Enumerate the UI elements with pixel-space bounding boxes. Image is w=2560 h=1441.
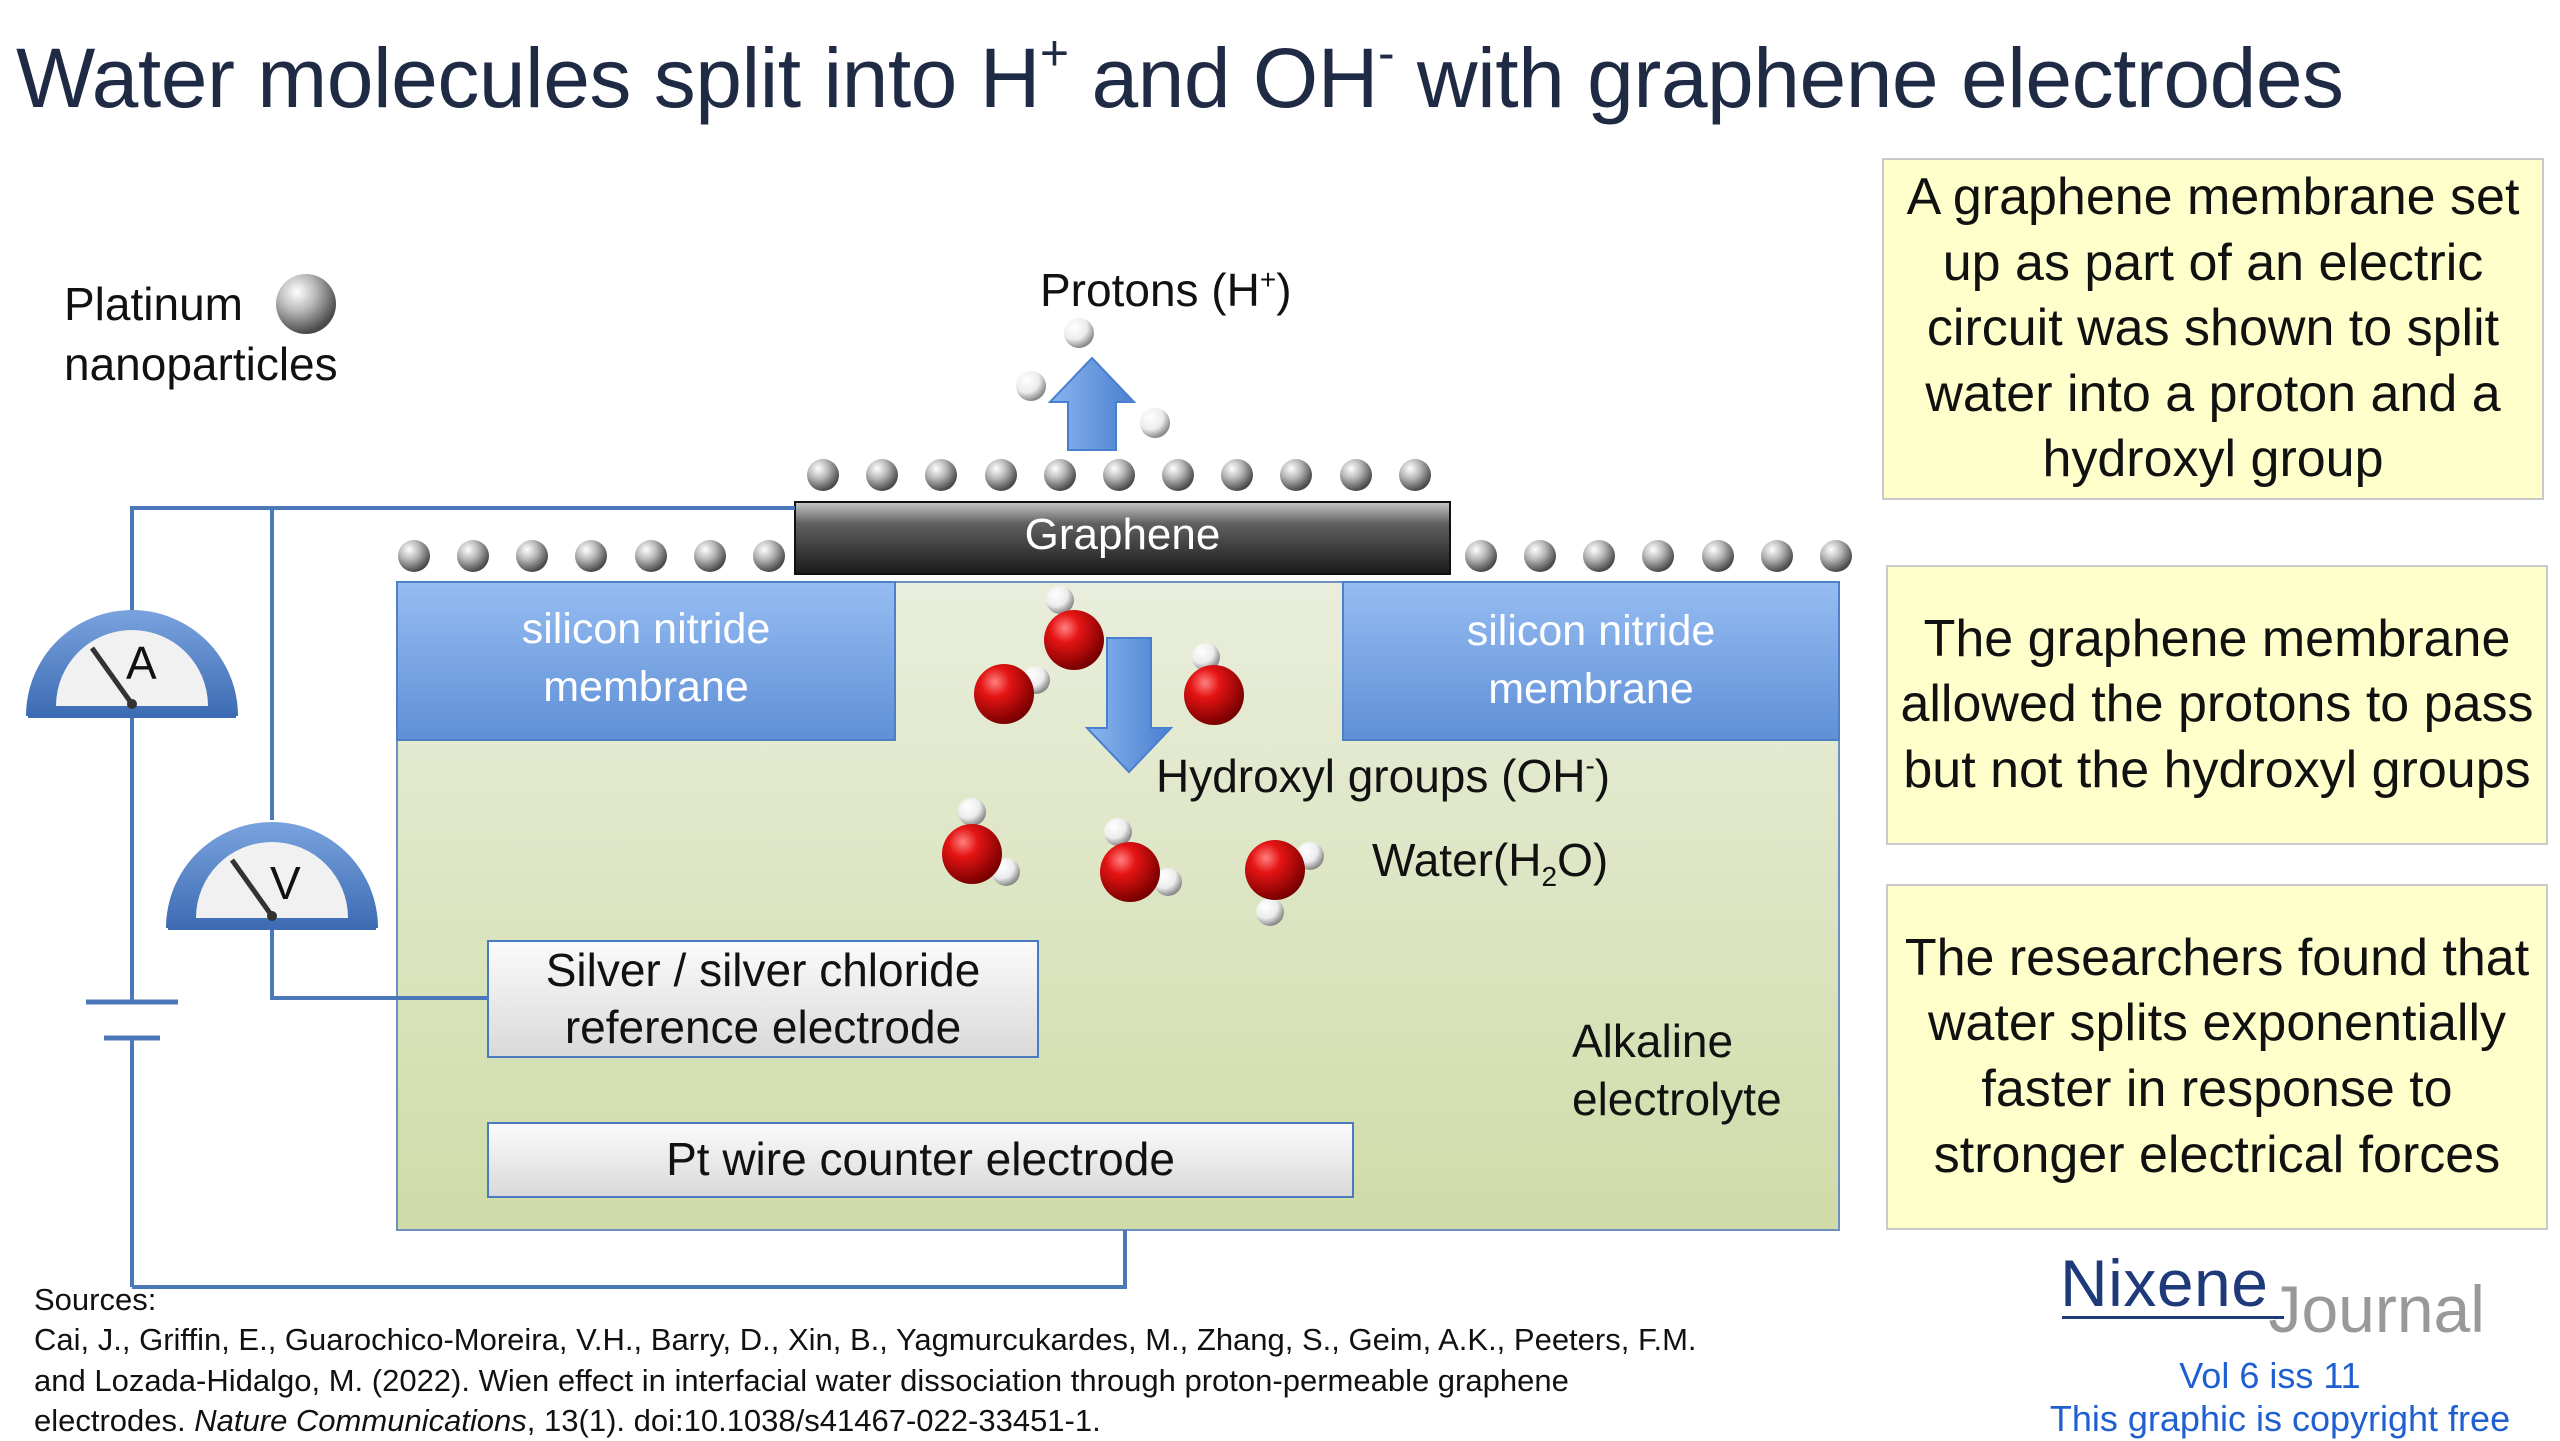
silicon-nitride-right-label: silicon nitride membrane bbox=[1466, 607, 1716, 714]
arrow-up-icon bbox=[1047, 356, 1137, 451]
page-title: Water molecules split into H+ and OH- wi… bbox=[16, 25, 2344, 125]
brand-underline bbox=[2062, 1316, 2284, 1319]
sources-line-2: and Lozada-Hidalgo, M. (2022). Wien effe… bbox=[34, 1362, 1569, 1398]
white-sphere-icon bbox=[1064, 318, 1094, 348]
reference-electrode-label: Silver / silver chloride reference elect… bbox=[545, 943, 981, 1054]
counter-electrode-label: Pt wire counter electrode bbox=[666, 1133, 1175, 1186]
counter-electrode: Pt wire counter electrode bbox=[487, 1122, 1354, 1198]
water-molecule-icon bbox=[1245, 840, 1324, 926]
reference-electrode: Silver / silver chloride reference elect… bbox=[487, 940, 1039, 1058]
sources-block: Sources: Cai, J., Griffin, E., Guarochic… bbox=[34, 1280, 1834, 1441]
copyright-label: This graphic is copyright free bbox=[2049, 1398, 2511, 1439]
note-text-1: A graphene membrane set up as part of an… bbox=[1906, 168, 2520, 489]
nanoparticles-on-right-membrane bbox=[1465, 540, 1852, 572]
water-molecule-icon bbox=[1100, 818, 1182, 902]
sources-line-3: electrodes. Nature Communications, 13(1)… bbox=[34, 1402, 1101, 1438]
silicon-nitride-membrane-left bbox=[396, 581, 896, 741]
sources-line-1: Cai, J., Griffin, E., Guarochico-Moreira… bbox=[34, 1322, 1697, 1358]
graphene-label: Graphene bbox=[1024, 510, 1221, 559]
note-text-3: The researchers found that water splits … bbox=[1904, 928, 2530, 1184]
note-text-2: The graphene membrane allowed the proton… bbox=[1900, 609, 2534, 799]
brand-name-secondary: Journal bbox=[2268, 1272, 2485, 1346]
white-sphere-icon bbox=[1016, 371, 1046, 401]
note-box-2: The graphene membrane allowed the proton… bbox=[1886, 565, 2548, 845]
ammeter-gauge-icon bbox=[26, 610, 238, 718]
battery-icon bbox=[86, 999, 178, 1041]
note-box-3: The researchers found that water splits … bbox=[1886, 884, 2548, 1230]
hydroxyl-groups-label: Hydroxyl groups (OH-) bbox=[1156, 750, 1611, 802]
white-sphere-icon bbox=[1140, 408, 1170, 438]
water-label: Water(H2O) bbox=[1372, 834, 1609, 892]
circuit-wires bbox=[130, 506, 1127, 1289]
journal-name: Nature Communications bbox=[194, 1402, 527, 1438]
hydroxyl-molecule-icon bbox=[974, 664, 1050, 724]
nanoparticles-on-left-membrane bbox=[398, 540, 785, 572]
brand-name-primary: Nixene bbox=[2060, 1246, 2269, 1320]
proton-particles bbox=[1016, 318, 1170, 438]
nanoparticles-on-graphene bbox=[807, 459, 1431, 491]
water-molecule-icon bbox=[942, 798, 1020, 886]
ammeter-label: A bbox=[126, 637, 157, 689]
alkaline-electrolyte-label: Alkaline electrolyte bbox=[1572, 1015, 1782, 1125]
voltmeter-gauge-icon bbox=[166, 822, 378, 930]
brand-logo: NixeneJournal bbox=[2060, 1245, 2485, 1346]
protons-label: Protons (H+) bbox=[1040, 264, 1292, 316]
silicon-nitride-left-label: silicon nitride membrane bbox=[521, 605, 771, 712]
sources-heading: Sources: bbox=[34, 1282, 157, 1317]
silicon-nitride-membrane-right bbox=[1342, 581, 1840, 741]
graphene-electrode bbox=[794, 501, 1451, 575]
platinum-nanoparticles-label: Platinum nanoparticles bbox=[64, 278, 338, 390]
hydroxyl-molecule-icon bbox=[1184, 643, 1244, 725]
hydroxyl-molecule-icon bbox=[1044, 586, 1104, 670]
platinum-nanoparticle-legend-icon bbox=[276, 274, 336, 334]
voltmeter-label: V bbox=[270, 857, 301, 909]
note-box-1: A graphene membrane set up as part of an… bbox=[1882, 158, 2544, 500]
issue-label: Vol 6 iss 11 bbox=[2179, 1355, 2361, 1396]
arrow-down-icon bbox=[1084, 637, 1174, 774]
